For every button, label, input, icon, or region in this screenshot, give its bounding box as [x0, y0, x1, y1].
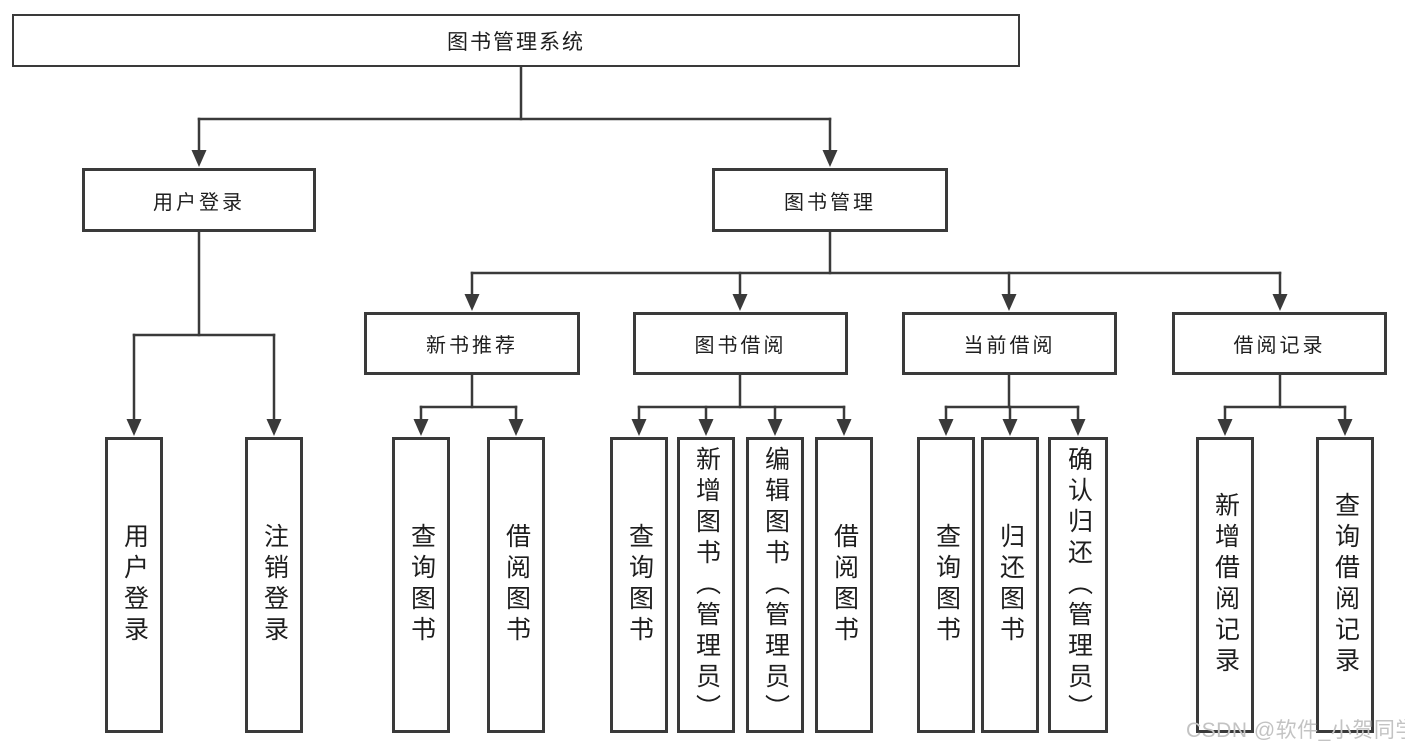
leaf-borrow-add-books-admin: 新增图书（管理员） — [677, 437, 735, 733]
leaf-borrow-borrow-books: 借阅图书 — [815, 437, 873, 733]
node-book-management: 图书管理 — [712, 168, 948, 232]
leaf-records-query-borrow-record: 查询借阅记录 — [1316, 437, 1374, 733]
node-label: 查询图书 — [407, 523, 436, 647]
node-current-borrow: 当前借阅 — [902, 312, 1117, 375]
leaf-borrow-edit-books-admin: 编辑图书（管理员） — [746, 437, 804, 733]
node-label: 查询图书 — [932, 523, 961, 647]
leaf-current-query-books: 查询图书 — [917, 437, 975, 733]
leaf-logout: 注销登录 — [245, 437, 303, 733]
node-label: 注销登录 — [260, 523, 289, 647]
node-label: 图书管理 — [784, 191, 876, 214]
node-new-book-recommend: 新书推荐 — [364, 312, 580, 375]
connector-paths — [132, 64, 1347, 422]
node-label: 用户登录 — [153, 191, 245, 214]
node-label: 用户登录 — [120, 523, 149, 647]
node-label: 查询图书 — [625, 523, 654, 647]
leaf-records-add-borrow-record: 新增借阅记录 — [1196, 437, 1254, 733]
node-label: 借阅图书 — [502, 523, 531, 647]
node-label: 图书借阅 — [694, 335, 787, 357]
node-user-login: 用户登录 — [82, 168, 316, 232]
node-label: 查询借阅记录 — [1331, 492, 1360, 678]
node-label: 借阅记录 — [1233, 335, 1326, 357]
arrowheads — [126, 150, 1353, 436]
leaf-current-confirm-return-admin: 确认归还（管理员） — [1048, 437, 1108, 733]
node-label: 归还图书 — [996, 523, 1025, 647]
node-label: 新增图书（管理员） — [692, 445, 721, 725]
node-book-borrow: 图书借阅 — [633, 312, 848, 375]
node-borrow-records: 借阅记录 — [1172, 312, 1387, 375]
csdn-watermark: CSDN @软件_小贺同学 — [1186, 719, 1405, 742]
leaf-borrow-query-books: 查询图书 — [610, 437, 668, 733]
node-label: 新增借阅记录 — [1211, 492, 1240, 678]
node-label: 确认归还（管理员） — [1064, 445, 1093, 725]
node-root: 图书管理系统 — [12, 14, 1020, 67]
node-label: 编辑图书（管理员） — [761, 445, 790, 725]
node-label: 图书管理系统 — [447, 30, 585, 54]
leaf-current-return-books: 归还图书 — [981, 437, 1039, 733]
leaf-newbook-query-books: 查询图书 — [392, 437, 450, 733]
leaf-user-login: 用户登录 — [105, 437, 163, 733]
leaf-newbook-borrow-books: 借阅图书 — [487, 437, 545, 733]
node-label: 新书推荐 — [426, 335, 518, 357]
node-label: 借阅图书 — [830, 523, 859, 647]
node-label: 当前借阅 — [963, 335, 1056, 357]
